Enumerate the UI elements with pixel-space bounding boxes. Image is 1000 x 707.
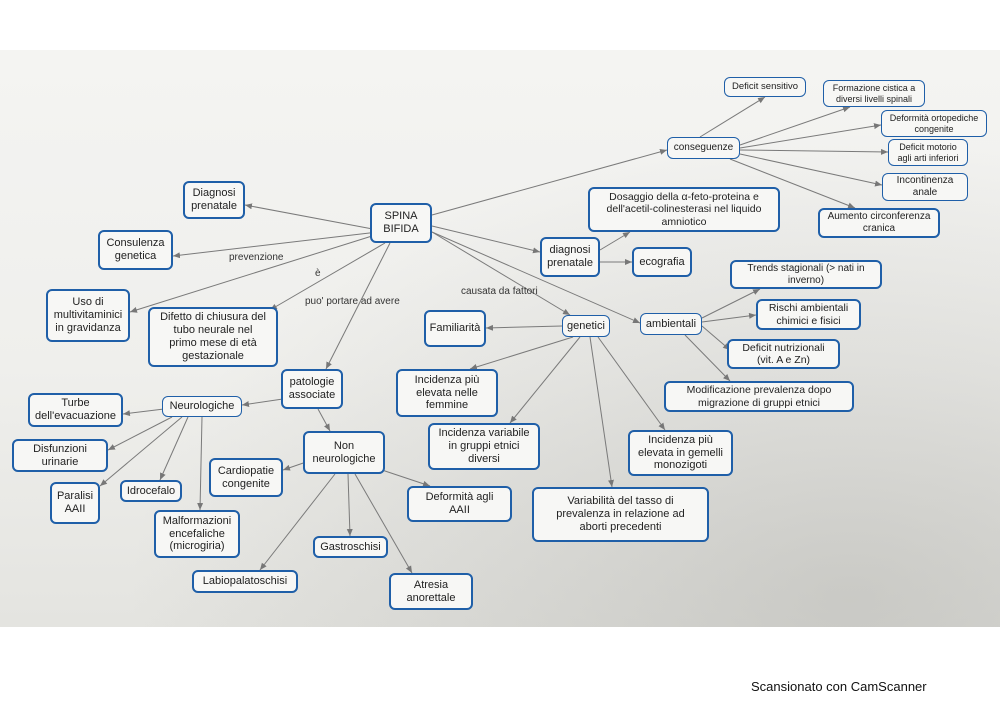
connector-line — [244, 203, 379, 231]
camscanner-footer: Scansionato con CamScanner — [751, 679, 927, 694]
node-atresia-anorettale[interactable]: Atresia anorettale — [389, 573, 473, 610]
connector-line — [381, 469, 431, 487]
connector-line — [346, 473, 353, 537]
connector-line — [317, 408, 331, 432]
node-deficit-motorio[interactable]: Deficit motorio agli arti inferiori — [888, 139, 968, 166]
connector-line — [599, 231, 631, 251]
connector-line — [684, 334, 731, 382]
label-causata-da-fattori: causata da fattori — [461, 286, 538, 297]
node-non-neurologiche[interactable]: Non neurologiche — [303, 431, 385, 474]
node-dosaggio-alfa-feto-proteina[interactable]: Dosaggio della α-feto-proteina e dell'ac… — [588, 187, 780, 232]
node-aumento-circonferenza[interactable]: Aumento circonferenza cranica — [818, 208, 940, 238]
connector-line — [269, 242, 386, 311]
connector-line — [431, 231, 641, 324]
node-rischi-ambientali[interactable]: Rischi ambientali chimici e fisici — [756, 299, 861, 330]
connector-line — [325, 242, 391, 370]
connector-line — [701, 312, 757, 323]
node-turbe-evacuazione[interactable]: Turbe dell'evacuazione — [28, 393, 123, 427]
connector-line — [99, 416, 183, 487]
node-gastroschisi[interactable]: Gastroschisi — [313, 536, 388, 558]
node-patologie-associate[interactable]: patologie associate — [281, 369, 343, 409]
node-modificazione-prevalenza[interactable]: Modificazione prevalenza dopo migrazione… — [664, 381, 854, 412]
node-genetici[interactable]: genetici — [562, 315, 610, 337]
node-spina-bifida[interactable]: SPINA BIFIDA — [370, 203, 432, 243]
connector-line — [172, 231, 379, 259]
node-incidenza-gemelli[interactable]: Incidenza più elevata in gemelli monozig… — [628, 430, 733, 476]
label-e: è — [315, 268, 321, 279]
node-deformita-ortopediche[interactable]: Deformità ortopediche congenite — [881, 110, 987, 137]
connector-line — [485, 324, 563, 331]
node-deficit-sensitivo[interactable]: Deficit sensitivo — [724, 77, 806, 97]
node-paralisi-aaii[interactable]: Paralisi AAII — [50, 482, 100, 524]
connector-line — [469, 336, 574, 370]
connector-line — [197, 416, 204, 511]
connector-line — [701, 325, 731, 351]
connector-line — [729, 158, 856, 209]
connector-line — [431, 231, 571, 316]
node-incontinenza-anale[interactable]: Incontinenza anale — [882, 173, 968, 201]
connector-line — [739, 148, 889, 155]
node-ambientali[interactable]: ambientali — [640, 313, 702, 335]
connector-line — [431, 225, 541, 254]
node-cardiopatie-congenite[interactable]: Cardiopatie congenite — [209, 458, 283, 497]
node-deficit-nutrizionali[interactable]: Deficit nutrizionali (vit. A e Zn) — [727, 339, 840, 369]
node-formazione-cistica[interactable]: Formazione cistica a diversi livelli spi… — [823, 80, 925, 107]
node-malformazioni-encefaliche[interactable]: Malformazioni encefaliche (microgiria) — [154, 510, 240, 558]
connector-line — [354, 473, 413, 574]
connector-line — [589, 336, 614, 488]
connector-line — [107, 416, 173, 451]
node-diagnosi-prenatale[interactable]: diagnosi prenatale — [540, 237, 600, 277]
label-prevenzione: prevenzione — [229, 252, 284, 263]
node-familiarita[interactable]: Familiarità — [424, 310, 486, 347]
node-diagnosi-prenatale-prevenzione[interactable]: Diagnosi prenatale — [183, 181, 245, 219]
node-labiopalatoschisi[interactable]: Labiopalatoschisi — [192, 570, 298, 593]
node-incidenza-gruppi-etnici[interactable]: Incidenza variabile in gruppi etnici div… — [428, 423, 540, 470]
node-variabilita-tasso[interactable]: Variabilità del tasso di prevalenza in r… — [532, 487, 709, 542]
connector-line — [129, 235, 373, 313]
connector-line — [597, 336, 666, 431]
connector-line — [701, 288, 761, 319]
node-trends-stagionali[interactable]: Trends stagionali (> nati in inverno) — [730, 260, 882, 289]
node-conseguenze[interactable]: conseguenze — [667, 137, 740, 159]
node-difetto-chiusura[interactable]: Difetto di chiusura del tubo neurale nel… — [148, 307, 278, 367]
node-uso-multivitaminici[interactable]: Uso di multivitaminici in gravidanza — [46, 289, 130, 342]
connector-line — [699, 96, 766, 138]
label-puo-portare: puo' portare ad avere — [305, 296, 400, 307]
node-ecografia[interactable]: ecografia — [632, 247, 692, 277]
node-deformita-aaii[interactable]: Deformità agli AAII — [407, 486, 512, 522]
connector-line — [739, 106, 851, 146]
node-idrocefalo[interactable]: Idrocefalo — [120, 480, 182, 502]
node-consulenza-genetica[interactable]: Consulenza genetica — [98, 230, 173, 270]
connector-line — [739, 153, 883, 187]
node-disfunzioni-urinarie[interactable]: Disfunzioni urinarie — [12, 439, 108, 472]
connector-line — [739, 123, 882, 149]
connector-line — [509, 336, 581, 424]
connector-line — [259, 473, 336, 571]
node-neurologiche[interactable]: Neurologiche — [162, 396, 242, 417]
connector-line — [159, 416, 189, 481]
node-incidenza-femmine[interactable]: Incidenza più elevata nelle femmine — [396, 369, 498, 417]
connector-line — [431, 148, 668, 216]
connector-line — [122, 408, 165, 417]
